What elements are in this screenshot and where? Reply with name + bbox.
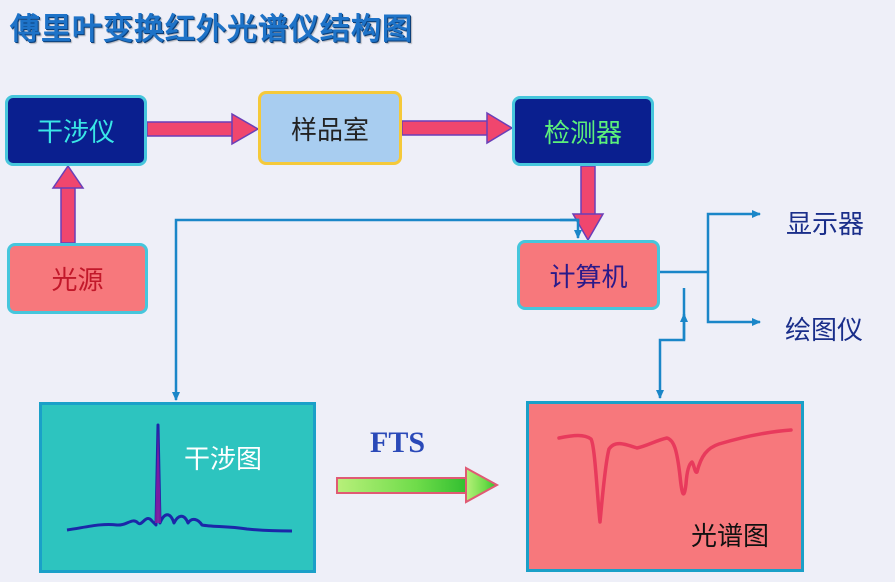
spectrum-label: 光谱图 (691, 522, 770, 552)
plotter-label: 绘图仪 (785, 316, 864, 346)
computer-box: 计算机 (517, 240, 660, 310)
fts-arrow (336, 466, 500, 504)
display-label: 显示器 (786, 210, 865, 240)
interferometer-box: 干涉仪 (5, 95, 147, 166)
light-source-box: 光源 (7, 243, 148, 314)
line-to-display (706, 210, 761, 272)
interferogram-curve (66, 423, 293, 533)
line-branch-to-computer (560, 218, 582, 239)
spectrum-panel: 光谱图 (526, 401, 804, 572)
arrow-source-to-interferometer (51, 164, 85, 244)
line-computer-to-spectrum (656, 288, 686, 399)
spectrum-curve (557, 428, 793, 524)
sample-chamber-box: 样品室 (258, 91, 402, 165)
arrow-detector-to-computer (571, 165, 605, 242)
fts-label: FTS (370, 426, 426, 459)
interferogram-panel: 干涉图 (39, 402, 316, 573)
interferogram-label: 干涉图 (184, 445, 263, 475)
detector-box: 检测器 (512, 96, 654, 166)
arrow-interferometer-to-sample (146, 112, 260, 146)
arrow-sample-to-detector (401, 111, 514, 145)
line-to-plotter (706, 272, 761, 326)
diagram-title: 傅里叶变换红外光谱仪结构图 (10, 12, 413, 47)
